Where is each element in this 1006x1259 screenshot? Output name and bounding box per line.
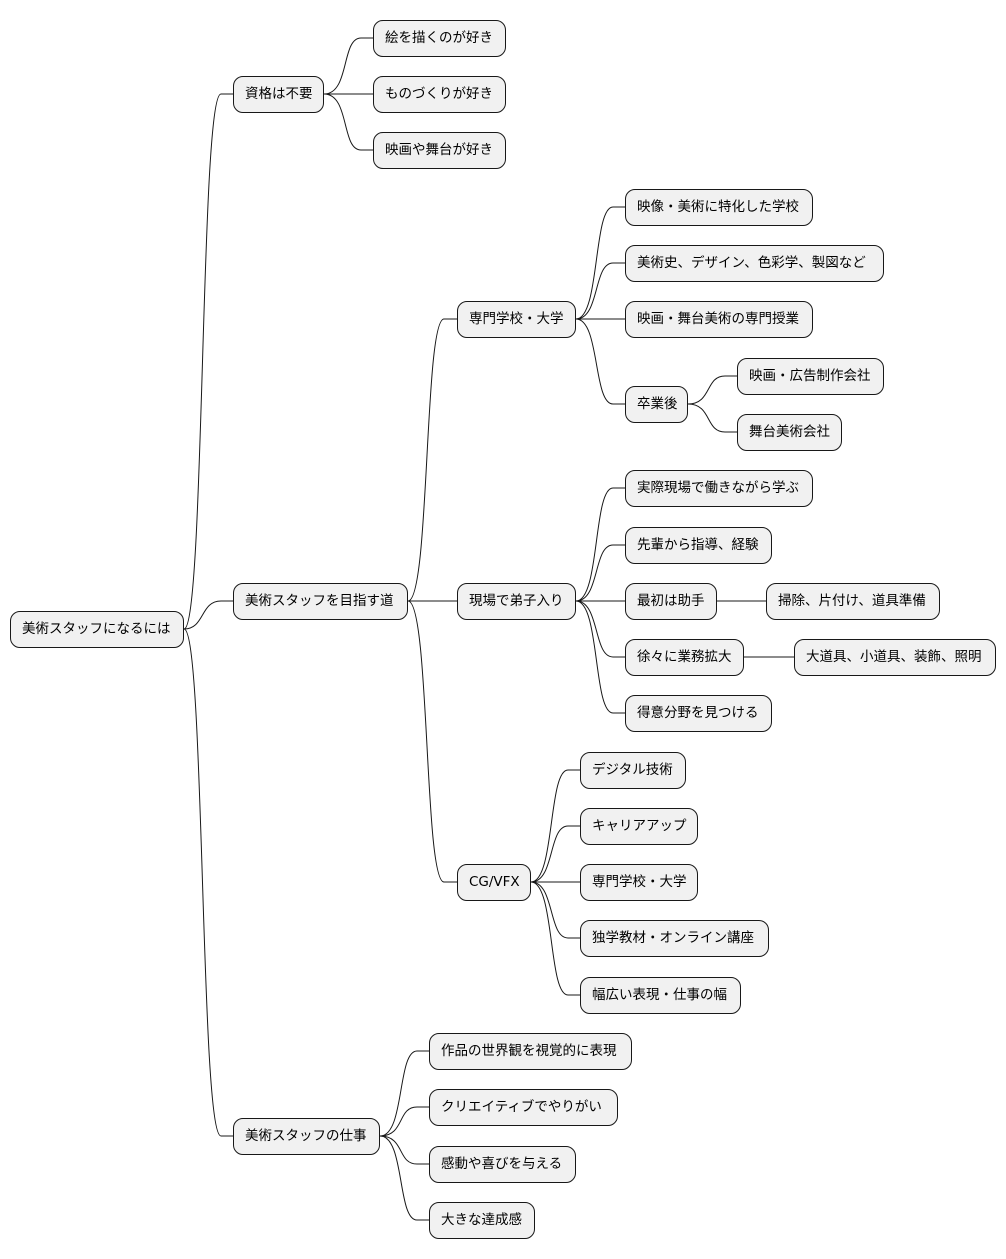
leaf-specialized-school: 映像・美術に特化した学校 <box>625 189 813 226</box>
leaf-self-study: 独学教材・オンライン講座 <box>580 920 769 957</box>
link-grad-g1 <box>687 403 737 433</box>
leaf-visualize-world: 作品の世界観を視覚的に表現 <box>429 1033 632 1070</box>
link-b1c2-g3 <box>530 881 580 939</box>
link-b0-c0 <box>323 37 373 95</box>
link-b1-c0 <box>407 318 457 602</box>
leaf-like-drawing: 絵を描くのが好き <box>373 20 506 57</box>
leaf-like-film-stage: 映画や舞台が好き <box>373 132 506 169</box>
leaf-give-joy: 感動や喜びを与える <box>429 1146 576 1183</box>
link-b1c2-g1 <box>530 825 580 883</box>
link-b1c2-g0 <box>530 769 580 883</box>
link-b1c0-g3 <box>575 318 625 405</box>
link-b1c2-g4 <box>530 881 580 996</box>
node-expand-duties: 徐々に業務拡大 <box>625 639 744 676</box>
leaf-stage-art-company: 舞台美術会社 <box>737 414 842 451</box>
path-apprenticeship: 現場で弟子入り <box>457 583 576 620</box>
branch-no-qualification: 資格は不要 <box>233 76 324 113</box>
link-b1-c2 <box>407 600 457 883</box>
leaf-creative-rewarding: クリエイティブでやりがい <box>429 1089 618 1126</box>
path-school: 専門学校・大学 <box>457 301 576 338</box>
leaf-cg-school: 専門学校・大学 <box>580 864 698 901</box>
leaf-like-making: ものづくりが好き <box>373 76 506 113</box>
leaf-digital-skills: デジタル技術 <box>580 752 686 789</box>
link-b2-c0 <box>379 1050 429 1137</box>
leaf-achievement: 大きな達成感 <box>429 1202 535 1239</box>
path-cg-vfx: CG/VFX <box>457 864 531 901</box>
link-b1c0-g1 <box>575 262 625 320</box>
link-b2-c1 <box>379 1106 429 1137</box>
link-b1c1-g4 <box>575 600 625 714</box>
leaf-subjects: 美術史、デザイン、色彩学、製図など <box>625 245 884 282</box>
leaf-wide-expression: 幅広い表現・仕事の幅 <box>580 977 741 1014</box>
link-b1c1-g0 <box>575 487 625 602</box>
leaf-career-up: キャリアアップ <box>580 808 698 845</box>
leaf-learn-on-site: 実際現場で働きながら学ぶ <box>625 470 813 507</box>
link-root-b0 <box>183 93 233 630</box>
node-assistant-first: 最初は助手 <box>625 583 717 620</box>
link-b2-c3 <box>379 1135 429 1221</box>
branch-career-paths: 美術スタッフを目指す道 <box>233 583 408 620</box>
link-b0-c2 <box>323 93 373 151</box>
leaf-duty-areas: 大道具、小道具、装飾、照明 <box>794 639 996 676</box>
link-b1c0-g0 <box>575 206 625 320</box>
node-after-graduation: 卒業後 <box>625 386 688 423</box>
root-node: 美術スタッフになるには <box>10 611 184 648</box>
link-grad-g0 <box>687 375 737 405</box>
link-b1c1-g1 <box>575 544 625 602</box>
link-root-b1 <box>183 600 233 630</box>
link-root-b2 <box>183 628 233 1137</box>
leaf-senior-guidance: 先輩から指導、経験 <box>625 527 772 564</box>
link-b2-c2 <box>379 1135 429 1165</box>
leaf-special-classes: 映画・舞台美術の専門授業 <box>625 301 813 338</box>
leaf-production-company: 映画・広告制作会社 <box>737 358 884 395</box>
leaf-assistant-tasks: 掃除、片付け、道具準備 <box>766 583 940 620</box>
leaf-find-specialty: 得意分野を見つける <box>625 695 772 732</box>
link-b1c1-g3 <box>575 600 625 658</box>
branch-the-job: 美術スタッフの仕事 <box>233 1118 380 1155</box>
